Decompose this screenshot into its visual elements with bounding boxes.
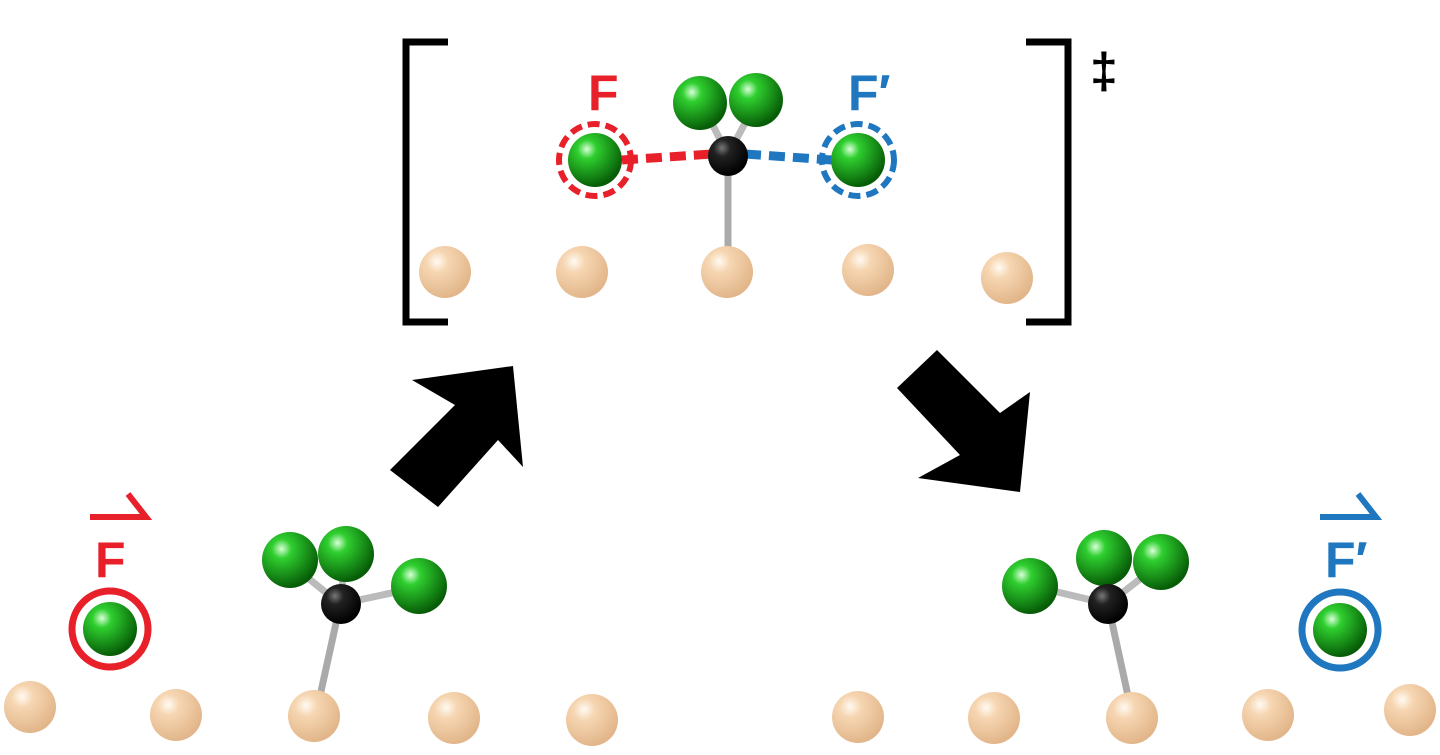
fluorine-atom [262,532,318,588]
carbon-atom [321,584,361,624]
surface-atom [1106,692,1158,744]
fluorine-atom [1076,530,1132,586]
f-c-partial-bond [621,149,713,165]
surface-atom [1242,689,1294,741]
carbon-atom [708,136,748,176]
surface-atom [968,692,1020,744]
surface-atom [832,691,884,743]
reactant-cf3 [262,526,447,742]
vector-arrow-icon [90,492,153,520]
f-highlight-ring [68,587,152,671]
fluorine-atom [83,602,137,656]
fprime-dashed-highlight [819,121,897,199]
surface-atom [701,246,753,298]
bottom-surface-atoms [4,681,1436,746]
right-fluorine: F′ [1298,492,1383,672]
surface-atom [842,244,894,296]
surface-atom [428,692,480,744]
surface-atom [566,694,618,746]
transition-state: ‡ F F′ [402,38,1118,326]
fprime-highlight-ring [1298,588,1382,672]
left-f-label: F [95,532,126,588]
surface-atom [981,252,1033,304]
fluorine-atom [1133,534,1189,590]
c-fprime-partial-bond [744,149,833,165]
leaving-fluorine-atom [568,133,622,187]
fluorine-atom [1313,603,1367,657]
ts-fprime-label: F′ [848,65,891,121]
fluorine-atom [391,558,447,614]
right-bracket [1026,38,1072,326]
incoming-fluorine-atom [831,133,885,187]
fluorine-atom [729,73,783,127]
product-arrow [897,350,1030,492]
surface-atom [4,681,56,733]
surface-atom [288,690,340,742]
surface-atom [419,246,471,298]
surface-atom [556,246,608,298]
surface-atom [150,689,202,741]
vector-arrow-icon [1320,492,1383,520]
carbon-atom [1088,584,1128,624]
fluorine-atom [1002,558,1058,614]
product-cf3 [1002,530,1189,744]
ts-f-label: F [588,65,619,121]
ts-surface-atoms [419,244,1033,304]
fluorine-atom [318,526,374,582]
left-fluorine: F [68,492,153,671]
double-dagger-symbol: ‡ [1090,43,1118,99]
left-bracket [402,38,448,326]
f-dashed-highlight [556,121,634,199]
fluorine-atom [673,76,727,130]
forward-arrow [390,366,523,507]
surface-atom [1384,684,1436,736]
right-fprime-label: F′ [1325,532,1368,588]
